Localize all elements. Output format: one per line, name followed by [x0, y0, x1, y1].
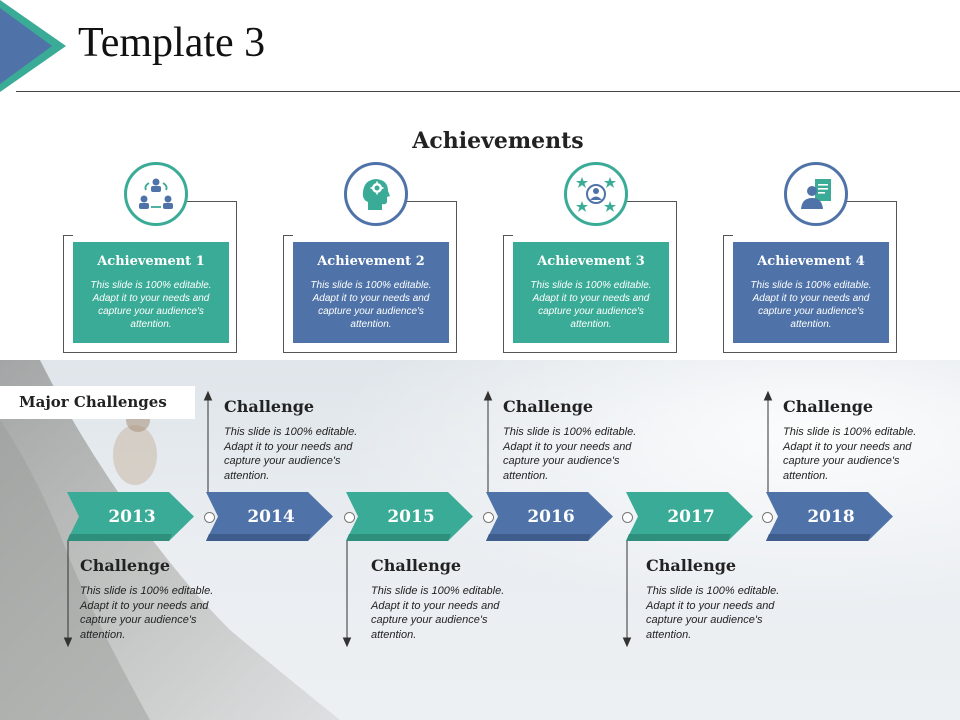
- achievement-box: Achievement 3 This slide is 100% editabl…: [513, 242, 669, 343]
- achievement-text: This slide is 100% editable. Adapt it to…: [90, 280, 212, 330]
- challenge-text: This slide is 100% editable. Adapt it to…: [503, 426, 637, 482]
- header-triangle-decoration: [0, 0, 66, 92]
- achievement-title: Achievement 1: [97, 254, 205, 269]
- achievement-box: Achievement 4 This slide is 100% editabl…: [733, 242, 889, 343]
- timeline-dot: [344, 512, 355, 523]
- challenge-text: This slide is 100% editable. Adapt it to…: [80, 585, 214, 641]
- achievement-card-2: Achievement 2 This slide is 100% editabl…: [283, 160, 463, 355]
- year-label: 2015: [387, 506, 435, 527]
- achievement-card-3: Achievement 3 This slide is 100% editabl…: [503, 160, 683, 355]
- achievement-card-4: Achievement 4 This slide is 100% editabl…: [723, 160, 903, 355]
- challenge-title: Challenge: [371, 556, 462, 575]
- challenge-item: Challenge This slide is 100% editable. A…: [224, 397, 384, 483]
- achievements-heading: Achievements: [412, 128, 584, 154]
- challenge-item: Challenge This slide is 100% editable. A…: [371, 556, 531, 642]
- challenge-title: Challenge: [503, 397, 594, 416]
- challenge-text: This slide is 100% editable. Adapt it to…: [783, 426, 917, 482]
- page-title: Template 3: [78, 20, 266, 66]
- achievement-text: This slide is 100% editable. Adapt it to…: [310, 280, 432, 330]
- year-label: 2016: [527, 506, 575, 527]
- person-stars-icon: [564, 162, 628, 226]
- year-label: 2014: [247, 506, 295, 527]
- head-gear-icon: [344, 162, 408, 226]
- challenge-item: Challenge This slide is 100% editable. A…: [646, 556, 806, 642]
- person-document-icon: [784, 162, 848, 226]
- challenge-item: Challenge This slide is 100% editable. A…: [80, 556, 240, 642]
- challenge-title: Challenge: [646, 556, 737, 575]
- achievement-text: This slide is 100% editable. Adapt it to…: [530, 280, 652, 330]
- challenge-text: This slide is 100% editable. Adapt it to…: [224, 426, 358, 482]
- timeline-chevron-2018: [766, 492, 893, 541]
- challenge-text: This slide is 100% editable. Adapt it to…: [646, 585, 780, 641]
- achievement-title: Achievement 4: [757, 254, 865, 269]
- achievement-box: Achievement 1 This slide is 100% editabl…: [73, 242, 229, 343]
- timeline-chevron-2017: [626, 492, 753, 541]
- timeline-dot: [622, 512, 633, 523]
- challenge-title: Challenge: [783, 397, 874, 416]
- timeline-dot: [762, 512, 773, 523]
- year-label: 2018: [807, 506, 855, 527]
- challenge-text: This slide is 100% editable. Adapt it to…: [371, 585, 505, 641]
- challenge-item: Challenge This slide is 100% editable. A…: [503, 397, 663, 483]
- challenge-item: Challenge This slide is 100% editable. A…: [783, 397, 943, 483]
- title-divider: [16, 91, 960, 92]
- timeline-dot: [204, 512, 215, 523]
- timeline-chevron-2013: [67, 492, 194, 541]
- challenge-title: Challenge: [80, 556, 171, 575]
- year-label: 2013: [108, 506, 156, 527]
- challenge-title: Challenge: [224, 397, 315, 416]
- major-challenges-label: Major Challenges: [0, 386, 195, 419]
- timeline-dot: [483, 512, 494, 523]
- timeline-chevron-2014: [206, 492, 333, 541]
- achievement-box: Achievement 2 This slide is 100% editabl…: [293, 242, 449, 343]
- achievement-card-1: Achievement 1 This slide is 100% editabl…: [63, 160, 243, 355]
- achievement-text: This slide is 100% editable. Adapt it to…: [750, 280, 872, 330]
- achievement-title: Achievement 3: [537, 254, 645, 269]
- timeline-chevron-2016: [486, 492, 613, 541]
- achievement-title: Achievement 2: [317, 254, 425, 269]
- timeline-chevron-2015: [346, 492, 473, 541]
- year-label: 2017: [667, 506, 715, 527]
- team-cycle-icon: [124, 162, 188, 226]
